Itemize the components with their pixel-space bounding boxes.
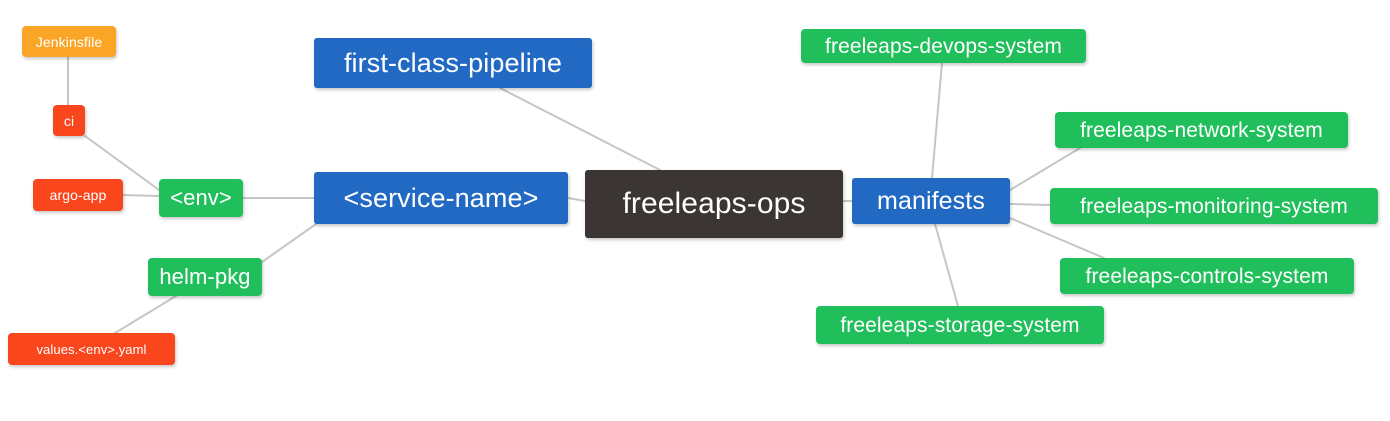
edge-manifests-to-devops <box>931 62 943 179</box>
mindmap-node-root[interactable]: freeleaps-ops <box>585 170 843 238</box>
edge-manifests-to-monitoring <box>1009 203 1051 206</box>
mindmap-node-env[interactable]: <env> <box>159 179 243 217</box>
edge-manifests-to-network <box>1009 147 1081 191</box>
mindmap-node-jenkins[interactable]: Jenkinsfile <box>22 26 116 57</box>
mindmap-node-values[interactable]: values.<env>.yaml <box>8 333 175 365</box>
mindmap-node-service[interactable]: <service-name> <box>314 172 568 224</box>
mindmap-node-monitoring[interactable]: freeleaps-monitoring-system <box>1050 188 1378 224</box>
mindmap-node-helm[interactable]: helm-pkg <box>148 258 262 296</box>
edge-pipeline-to-root <box>499 87 661 171</box>
mindmap-node-pipeline[interactable]: first-class-pipeline <box>314 38 592 88</box>
edge-helm-to-values <box>114 295 177 334</box>
mindmap-node-storage[interactable]: freeleaps-storage-system <box>816 306 1104 344</box>
edge-manifests-to-controls <box>1009 217 1105 259</box>
edge-service-to-root <box>567 197 586 202</box>
mindmap-node-ci[interactable]: ci <box>53 105 85 136</box>
mindmap-node-controls[interactable]: freeleaps-controls-system <box>1060 258 1354 294</box>
mindmap-node-argo[interactable]: argo-app <box>33 179 123 211</box>
mindmap-node-devops[interactable]: freeleaps-devops-system <box>801 29 1086 63</box>
mindmap-node-network[interactable]: freeleaps-network-system <box>1055 112 1348 148</box>
edge-argo-to-env <box>122 194 160 197</box>
edge-service-to-helm <box>261 223 317 263</box>
mindmap-node-manifests[interactable]: manifests <box>852 178 1010 224</box>
edge-manifests-to-storage <box>934 223 959 307</box>
